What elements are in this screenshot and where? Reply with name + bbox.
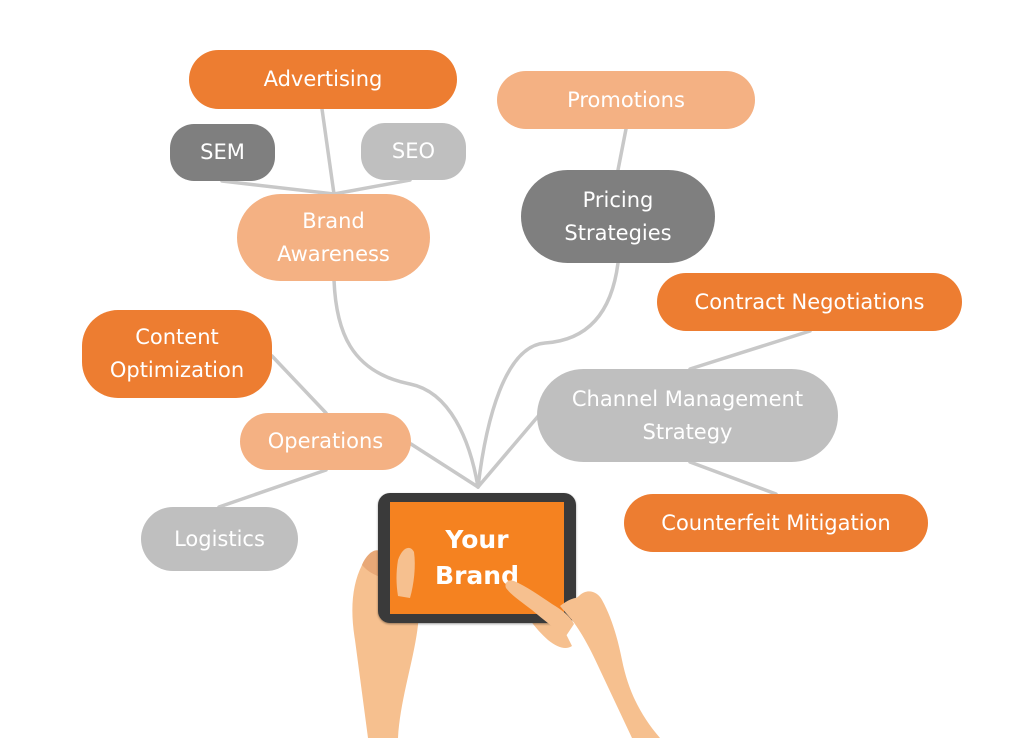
node-advertising: Advertising bbox=[189, 50, 457, 109]
node-logistics: Logistics bbox=[141, 507, 298, 571]
connector-pricing-to-center bbox=[476, 261, 620, 489]
connector-operations-to-center bbox=[409, 442, 480, 489]
node-pricing-line2: Strategies bbox=[564, 220, 672, 245]
right-hand-thumb-icon bbox=[560, 597, 616, 662]
center-label-line2: Brand bbox=[435, 561, 519, 590]
node-promotions-label: Promotions bbox=[567, 87, 685, 112]
node-pricing-line1: Pricing bbox=[582, 187, 654, 212]
node-sem: SEM bbox=[170, 124, 275, 181]
node-seo-label: SEO bbox=[391, 139, 436, 163]
connector-counterfeit-to-channel bbox=[688, 460, 778, 496]
center-label-line1: Your bbox=[445, 525, 509, 554]
node-brand-awareness: Brand Awareness bbox=[237, 194, 430, 281]
node-channel-line1: Channel Management bbox=[571, 386, 804, 411]
connector-brand-awareness-to-center bbox=[332, 278, 480, 489]
node-seo: SEO bbox=[361, 123, 466, 180]
connector-seo-to-brand bbox=[332, 178, 412, 196]
node-advertising-label: Advertising bbox=[263, 67, 383, 91]
node-counterfeit-mitigation: Counterfeit Mitigation bbox=[624, 494, 928, 552]
node-content-optimization: Content Optimization bbox=[82, 310, 272, 398]
node-operations-label: Operations bbox=[267, 429, 384, 453]
node-brand-awareness-line1: Brand bbox=[302, 208, 365, 233]
connector-contract-to-channel bbox=[688, 329, 812, 371]
connector-logistics-to-operations bbox=[217, 468, 328, 509]
node-promotions: Promotions bbox=[497, 71, 755, 129]
node-contract-label: Contract Negotiations bbox=[694, 289, 925, 314]
left-thumb-icon bbox=[396, 547, 415, 598]
node-contract-negotiations: Contract Negotiations bbox=[657, 273, 962, 331]
node-counterfeit-label: Counterfeit Mitigation bbox=[661, 510, 891, 535]
node-channel-line2: Strategy bbox=[642, 419, 733, 444]
node-brand-awareness-line2: Awareness bbox=[277, 241, 390, 266]
connector-promotions-to-pricing bbox=[616, 127, 628, 172]
connector-advertising-to-brand bbox=[320, 107, 336, 196]
connector-content-to-operations bbox=[270, 354, 328, 415]
node-sem-label: SEM bbox=[200, 140, 245, 164]
pointing-finger-icon bbox=[505, 580, 574, 636]
node-operations: Operations bbox=[240, 413, 411, 470]
node-channel-management-strategy: Channel Management Strategy bbox=[537, 369, 838, 462]
node-content-line1: Content bbox=[135, 325, 219, 349]
connector-channel-to-center bbox=[476, 412, 542, 489]
node-pricing-strategies: Pricing Strategies bbox=[521, 170, 715, 263]
node-content-line2: Optimization bbox=[109, 358, 245, 382]
node-logistics-label: Logistics bbox=[174, 526, 265, 551]
connector-sem-to-brand bbox=[220, 179, 336, 196]
